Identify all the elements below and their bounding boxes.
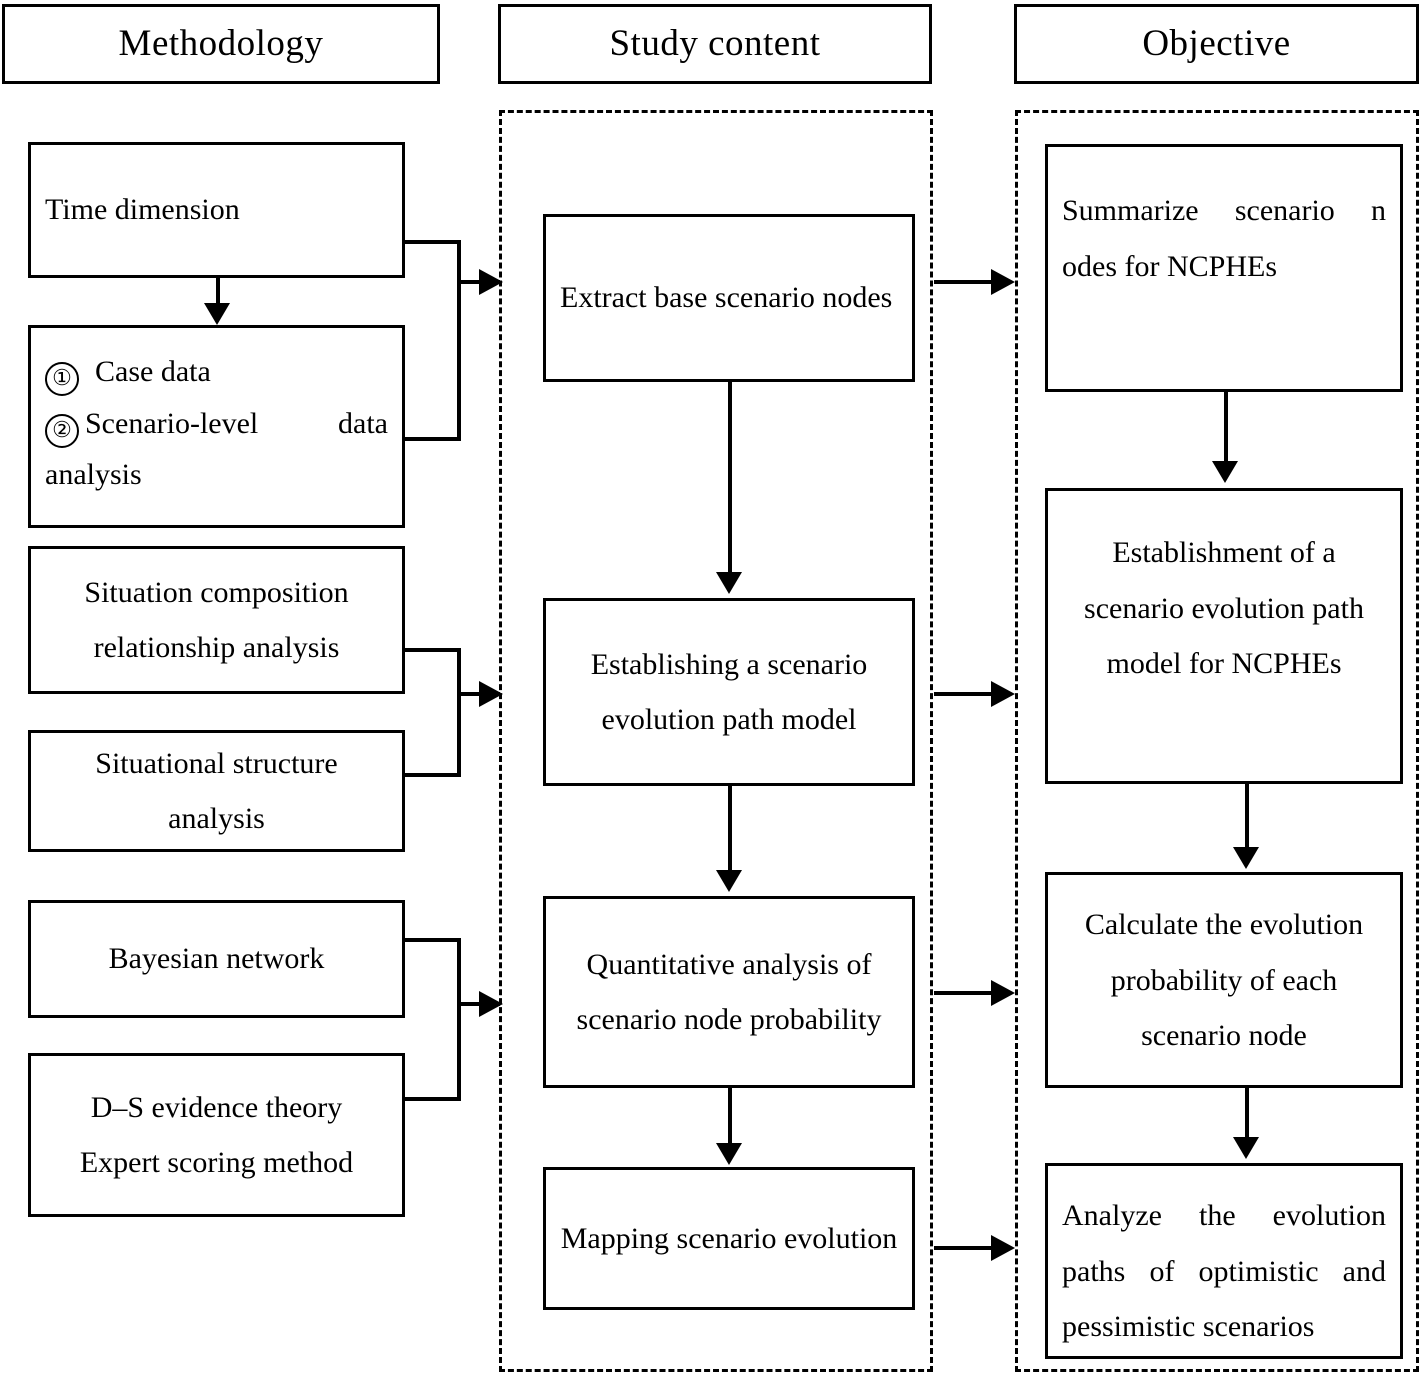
node-establishing-scenario-evolution-path-model-label: Establishing a scenario evolution path m… (590, 647, 868, 737)
bracket1-bottom-stub (403, 437, 461, 441)
node-time-dimension[interactable]: Time dimension (28, 142, 405, 278)
bracket3-spine (457, 938, 461, 1100)
connector-calculate-to-analyze-arrowhead (1233, 1137, 1259, 1159)
column-header-study-content: Study content (498, 4, 932, 84)
connector-extract-to-establishing-arrowhead (716, 572, 742, 594)
node-quantitative-analysis-scenario-node-probability[interactable]: Quantitative analysis of scenario node p… (543, 896, 915, 1088)
connector-time-to-casedata-arrowhead (204, 303, 230, 325)
circled-number-2-icon: ② (45, 413, 79, 448)
node-establishment-scenario-evolution-path-model-label: Establishment of a scenario evolution pa… (1084, 536, 1364, 680)
node-extract-base-scenario-nodes[interactable]: Extract base scenario nodes (543, 214, 915, 382)
node-situational-structure-analysis-label: Situational structure analysis (95, 746, 338, 836)
connector-establishing-to-quantitative-arrowhead (716, 870, 742, 892)
bracket2-arrowhead (479, 681, 503, 707)
connector-establishment-to-calculate-line (1245, 784, 1249, 850)
circled-number-1-icon: ① (45, 362, 79, 396)
bracket2-bottom-stub (403, 773, 461, 777)
connector-quantitative-to-calculate-line (934, 991, 993, 995)
connector-summarize-to-establishment-arrowhead (1212, 461, 1238, 483)
bracket1-spine (457, 240, 461, 440)
connector-extract-to-summarize-arrowhead (991, 269, 1015, 295)
connector-summarize-to-establishment-line (1224, 392, 1228, 464)
column-header-objective-label: Objective (1142, 22, 1291, 64)
connector-establishing-to-establishment-arrowhead (991, 681, 1015, 707)
connector-quantitative-to-mapping-line (728, 1088, 732, 1146)
node-summarize-scenario-nodes[interactable]: Summarize scenario n odes for NCPHEs (1045, 144, 1403, 392)
node-summarize-scenario-nodes-label: Summarize scenario n odes for NCPHEs (1062, 194, 1386, 283)
column-header-objective: Objective (1014, 4, 1419, 84)
node-time-dimension-label: Time dimension (45, 193, 240, 227)
connector-mapping-to-analyze-arrowhead (991, 1235, 1015, 1261)
connector-establishment-to-calculate-arrowhead (1233, 847, 1259, 869)
connector-mapping-to-analyze-line (934, 1246, 993, 1250)
bracket3-arrowhead (479, 991, 503, 1017)
bracket2-arrow-line (457, 692, 500, 696)
column-header-methodology-label: Methodology (118, 22, 324, 64)
node-analyze-evolution-paths[interactable]: Analyze the evolution paths of optimisti… (1045, 1163, 1403, 1359)
node-ds-evidence-theory[interactable]: D–S evidence theory Expert scoring metho… (28, 1053, 405, 1217)
node-situational-structure-analysis[interactable]: Situational structure analysis (28, 730, 405, 852)
node-bayesian-network-label: Bayesian network (108, 942, 325, 976)
bracket3-arrow-line (457, 1002, 500, 1006)
node-scenario-level-data-label: Scenario-level data analysis (45, 406, 388, 492)
bracket1-top-stub (403, 240, 461, 244)
dashed-region-objective (1015, 110, 1419, 1372)
node-establishing-scenario-evolution-path-model[interactable]: Establishing a scenario evolution path m… (543, 598, 915, 786)
connector-quantitative-to-calculate-arrowhead (991, 980, 1015, 1006)
node-case-data-row: ① Case data (45, 346, 388, 398)
node-situation-composition-relationship-analysis[interactable]: Situation composition relationship analy… (28, 546, 405, 694)
bracket3-top-stub (403, 938, 461, 942)
node-analyze-evolution-paths-label: Analyze the evolution paths of optimisti… (1062, 1199, 1386, 1343)
node-quantitative-analysis-scenario-node-probability-label: Quantitative analysis of scenario node p… (576, 947, 882, 1037)
node-mapping-scenario-evolution[interactable]: Mapping scenario evolution (543, 1167, 915, 1310)
node-ds-evidence-theory-line2: Expert scoring method (79, 1146, 354, 1179)
dashed-region-study-content (499, 110, 933, 1372)
connector-establishing-to-quantitative-line (728, 786, 732, 872)
node-mapping-scenario-evolution-label: Mapping scenario evolution (560, 1221, 898, 1255)
column-header-methodology: Methodology (2, 4, 440, 84)
node-establishment-scenario-evolution-path-model[interactable]: Establishment of a scenario evolution pa… (1045, 488, 1403, 784)
bracket1-arrow-line (457, 280, 500, 284)
node-bayesian-network[interactable]: Bayesian network (28, 900, 405, 1018)
bracket3-bottom-stub (403, 1097, 461, 1101)
column-header-study-content-label: Study content (609, 22, 821, 64)
connector-establishing-to-establishment-line (934, 692, 993, 696)
node-ds-evidence-theory-line1: D–S evidence theory (90, 1090, 343, 1124)
connector-quantitative-to-mapping-arrowhead (716, 1143, 742, 1165)
connector-time-to-casedata-line (216, 278, 220, 310)
connector-calculate-to-analyze-line (1245, 1088, 1249, 1140)
node-calculate-evolution-probability-label: Calculate the evolution probability of e… (1084, 908, 1364, 1052)
node-extract-base-scenario-nodes-label: Extract base scenario nodes (560, 281, 893, 315)
bracket1-arrowhead (479, 269, 503, 295)
connector-extract-to-establishing-line (728, 382, 732, 574)
bracket2-spine (457, 648, 461, 776)
bracket2-top-stub (403, 648, 461, 652)
node-calculate-evolution-probability[interactable]: Calculate the evolution probability of e… (1045, 872, 1403, 1088)
node-case-data-label: Case data (95, 355, 211, 388)
node-situation-composition-relationship-analysis-label: Situation composition relationship analy… (84, 575, 349, 665)
connector-extract-to-summarize-line (934, 280, 993, 284)
